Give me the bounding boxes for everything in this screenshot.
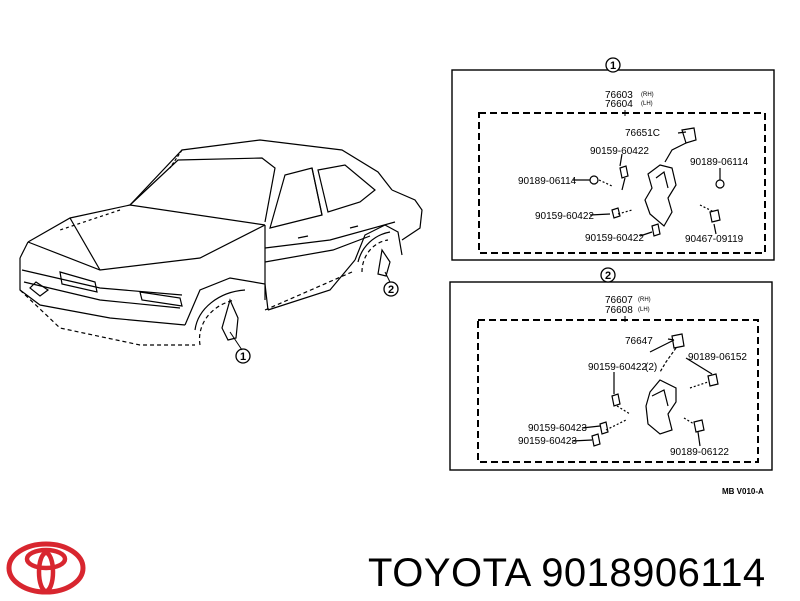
part-90159-60422-b: 90159-60422 [535, 211, 594, 222]
side-lh-label: (LH) [638, 307, 650, 313]
side-rh-label: (RH) [641, 92, 654, 98]
part-90467-09119: 90467-09119 [685, 234, 744, 245]
brand-name: TOYOTA [368, 551, 530, 595]
part-90159-60422-a: 90159-60422 [590, 146, 649, 157]
svg-text:1: 1 [610, 60, 616, 72]
mudguard-2-drawing [571, 333, 719, 447]
toyota-logo-icon [6, 541, 86, 595]
brand-heading: TOYOTA 9018906114 [368, 545, 766, 601]
figure-code: MB V010-A [722, 487, 764, 496]
panel-1: 1 76603 (RH) 76604 (LH) 76651C 90159-604… [451, 57, 775, 261]
part-90189-06152: 90189-06152 [688, 352, 747, 363]
part-76651c: 76651C [625, 128, 660, 139]
panel-2: 2 76607 (RH) 76608 (LH) 76647 90159-6042… [449, 267, 773, 471]
part-90159-60423-a: 90159-60423 [528, 423, 587, 434]
part-90189-06114-left: 90189-06114 [518, 176, 577, 187]
callout-2-car: 2 [383, 281, 399, 297]
part-76608: 76608 [605, 305, 633, 316]
side-rh-label: (RH) [638, 297, 651, 303]
car-illustration [19, 139, 423, 346]
part-76607: 76607 [605, 295, 633, 306]
part-90159-60423-b: 90159-60423 [518, 436, 577, 447]
side-lh-label: (LH) [641, 101, 653, 107]
qty-note: (2) [645, 362, 657, 373]
footer-divider [0, 540, 800, 541]
part-90189-06122: 90189-06122 [670, 447, 729, 458]
callout-1-panel: 1 [605, 57, 621, 73]
part-90189-06114-right: 90189-06114 [690, 157, 749, 168]
callout-2-panel: 2 [600, 267, 616, 283]
leader-line-2 [384, 271, 391, 283]
svg-text:2: 2 [605, 270, 611, 282]
mudguard-1-drawing [573, 127, 725, 237]
callout-1-car: 1 [235, 348, 251, 364]
part-76604: 76604 [605, 99, 633, 110]
part-76647: 76647 [625, 336, 653, 347]
part-90159-60422: 90159-60422 [588, 362, 647, 373]
part-number: 9018906114 [541, 551, 766, 595]
leader-line-1 [229, 331, 243, 351]
svg-text:2: 2 [388, 284, 394, 296]
part-90159-60422-c: 90159-60422 [585, 233, 644, 244]
svg-text:1: 1 [240, 351, 246, 363]
part-76603: 76603 [605, 90, 633, 101]
